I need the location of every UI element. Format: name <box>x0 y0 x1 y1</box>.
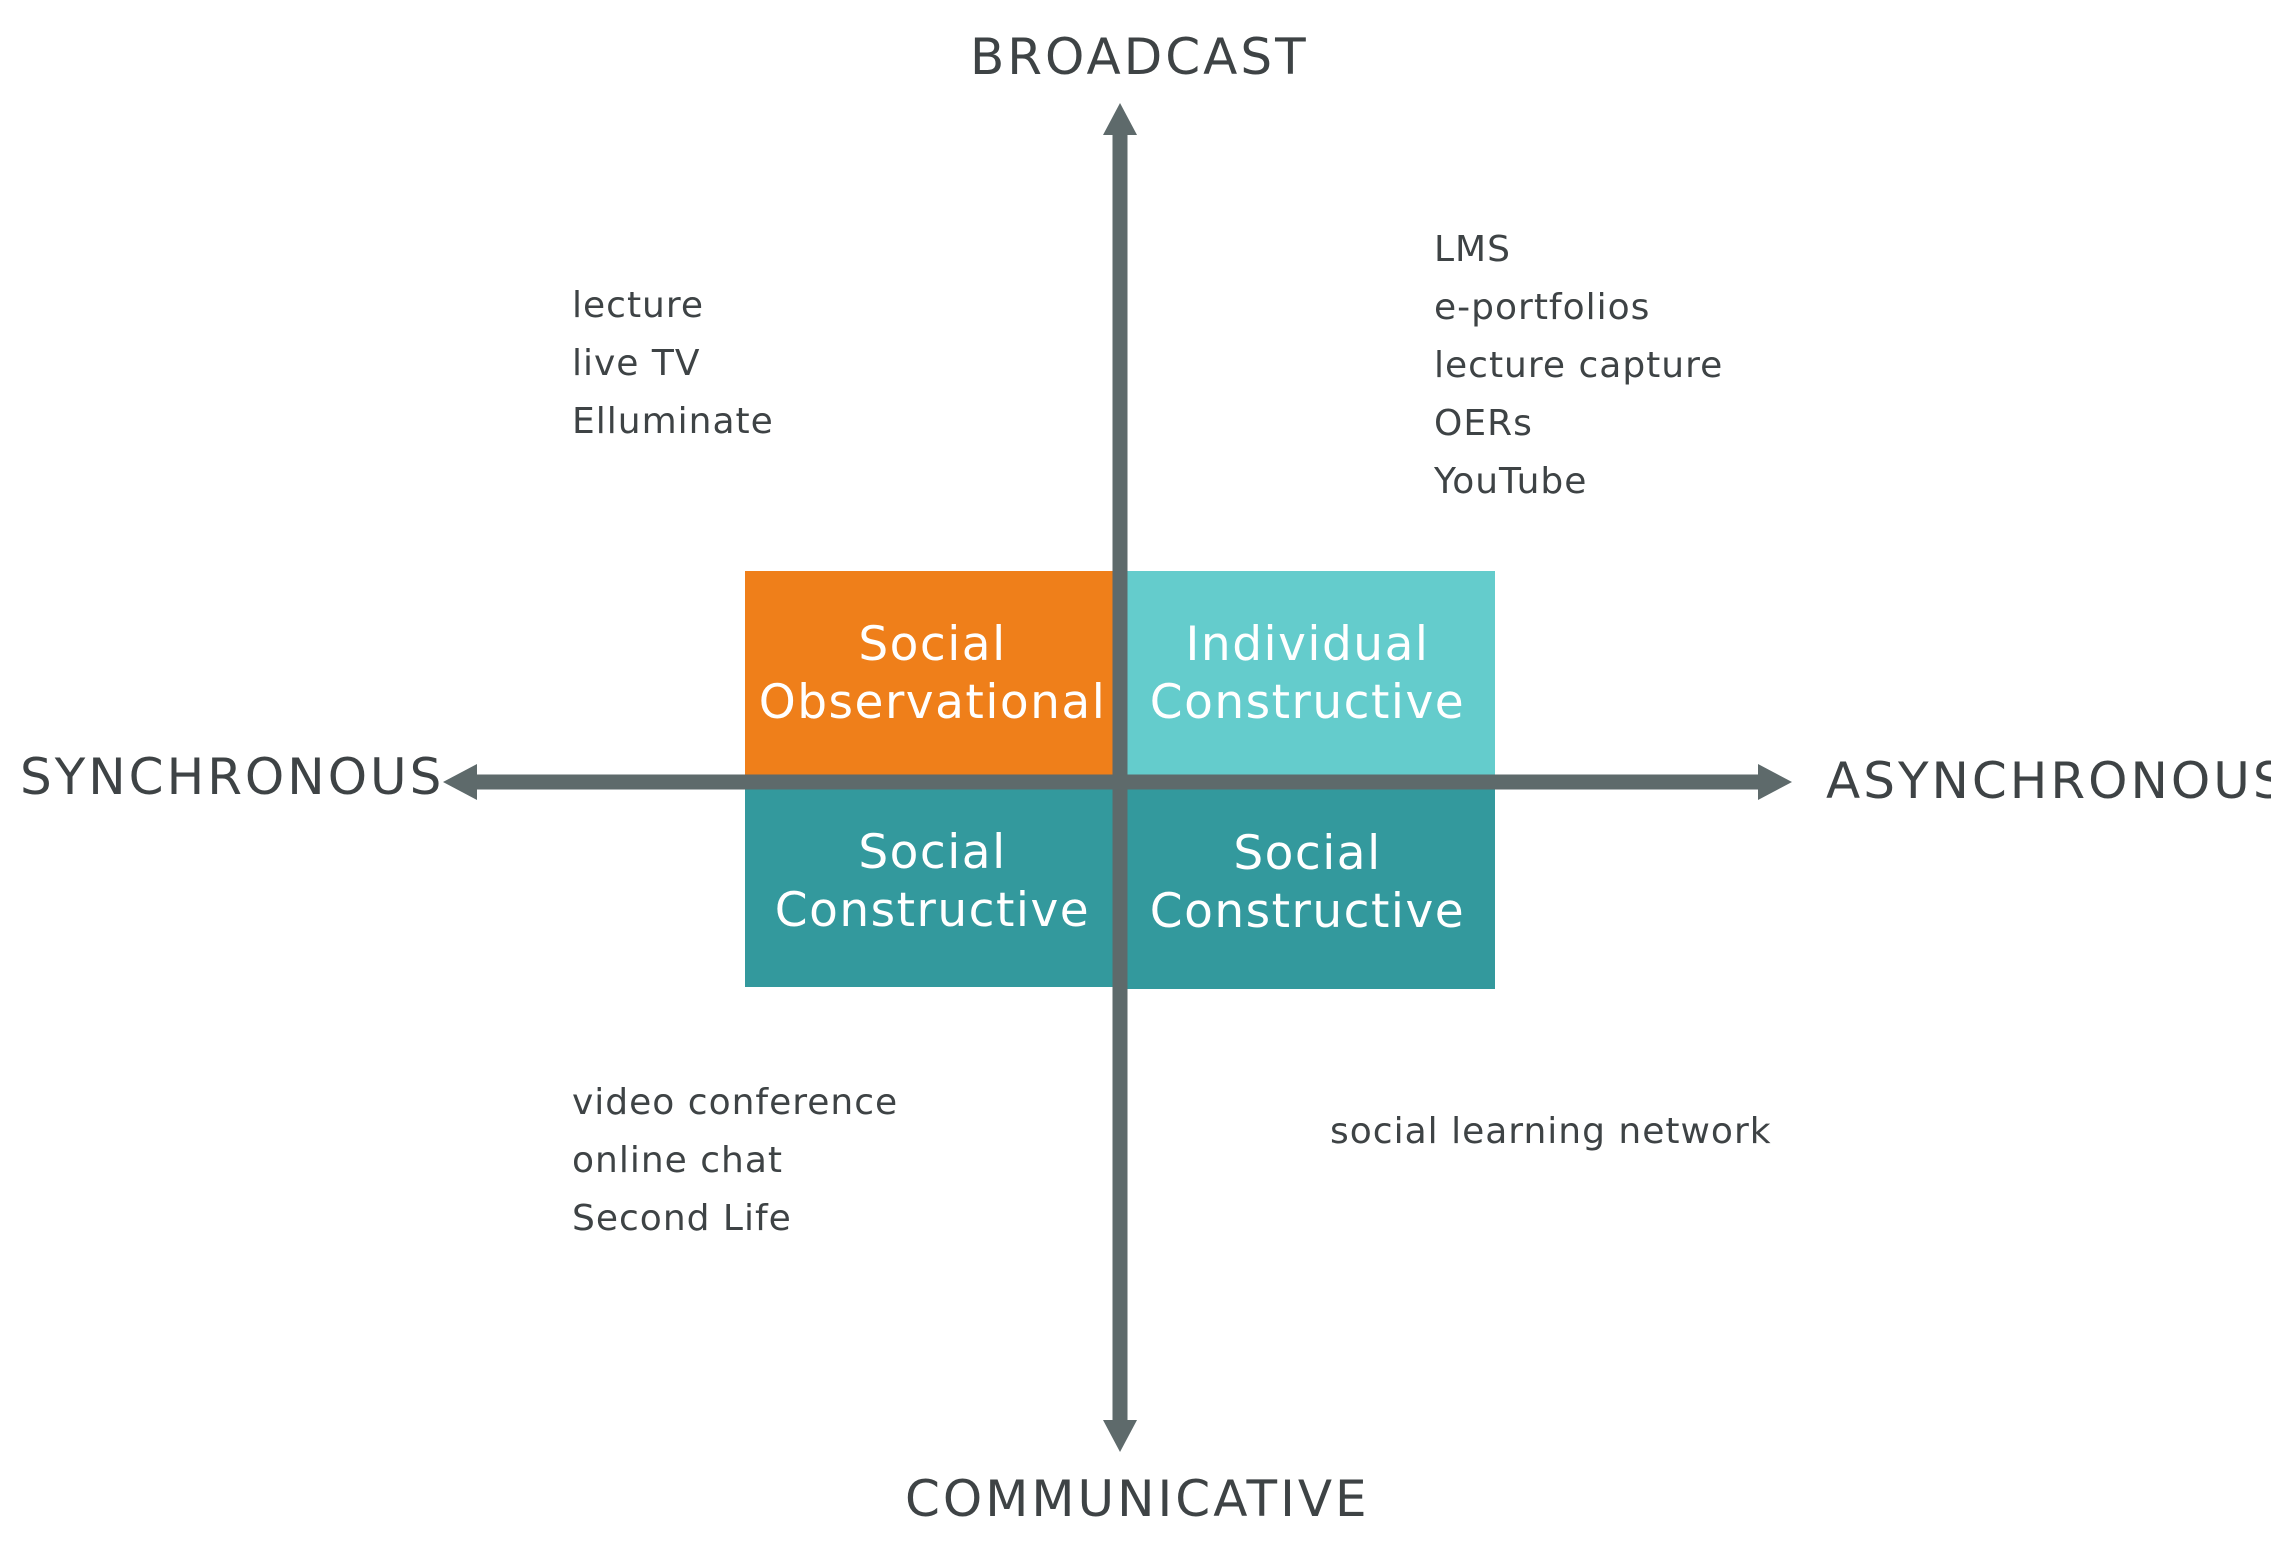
list-item: YouTube <box>1434 461 1588 502</box>
axis-label-synchronous: SYNCHRONOUS <box>20 748 445 806</box>
quadrant-label-line1: Social <box>1233 826 1382 881</box>
axis-label-broadcast: BROADCAST <box>970 28 1309 86</box>
quadrant-individual-constructive: Individual Constructive <box>1120 571 1495 777</box>
list-item: OERs <box>1434 403 1533 444</box>
examples-top-left: lecture live TV Elluminate <box>572 277 774 451</box>
arrow-up-icon <box>1103 103 1137 135</box>
quadrant-label-line2: Constructive <box>1149 884 1466 939</box>
arrow-down-icon <box>1103 1420 1137 1452</box>
quadrant-social-observational: Social Observational <box>745 571 1120 777</box>
examples-bottom-left: video conference online chat Second Life <box>572 1074 898 1248</box>
quadrant-label-line1: Social <box>858 825 1007 880</box>
quadrant-social-constructive-sync: Social Constructive <box>745 777 1120 987</box>
list-item: social learning network <box>1330 1111 1772 1152</box>
quadrant-social-constructive-async: Social Constructive <box>1120 777 1495 989</box>
list-item: online chat <box>572 1140 784 1181</box>
quadrant-label-line1: Social <box>858 617 1007 672</box>
list-item: lecture <box>572 285 705 326</box>
quadrant-label-line2: Constructive <box>774 883 1091 938</box>
list-item: LMS <box>1434 229 1511 270</box>
examples-bottom-right: social learning network <box>1330 1103 1772 1161</box>
arrow-right-icon <box>1758 764 1792 800</box>
list-item: Elluminate <box>572 401 774 442</box>
quadrant-label-line2: Constructive <box>1149 675 1466 730</box>
list-item: video conference <box>572 1082 899 1123</box>
axis-label-communicative: COMMUNICATIVE <box>905 1470 1370 1528</box>
list-item: live TV <box>572 343 701 384</box>
list-item: Second Life <box>572 1198 792 1239</box>
arrow-left-icon <box>443 764 477 800</box>
list-item: e-portfolios <box>1434 287 1651 328</box>
list-item: lecture capture <box>1434 345 1724 386</box>
quadrant-label-line1: Individual <box>1185 617 1430 672</box>
axis-label-asynchronous: ASYNCHRONOUS <box>1826 752 2271 810</box>
quadrant-label-line2: Observational <box>758 675 1107 730</box>
examples-top-right: LMS e-portfolios lecture capture OERs Yo… <box>1434 221 1723 511</box>
